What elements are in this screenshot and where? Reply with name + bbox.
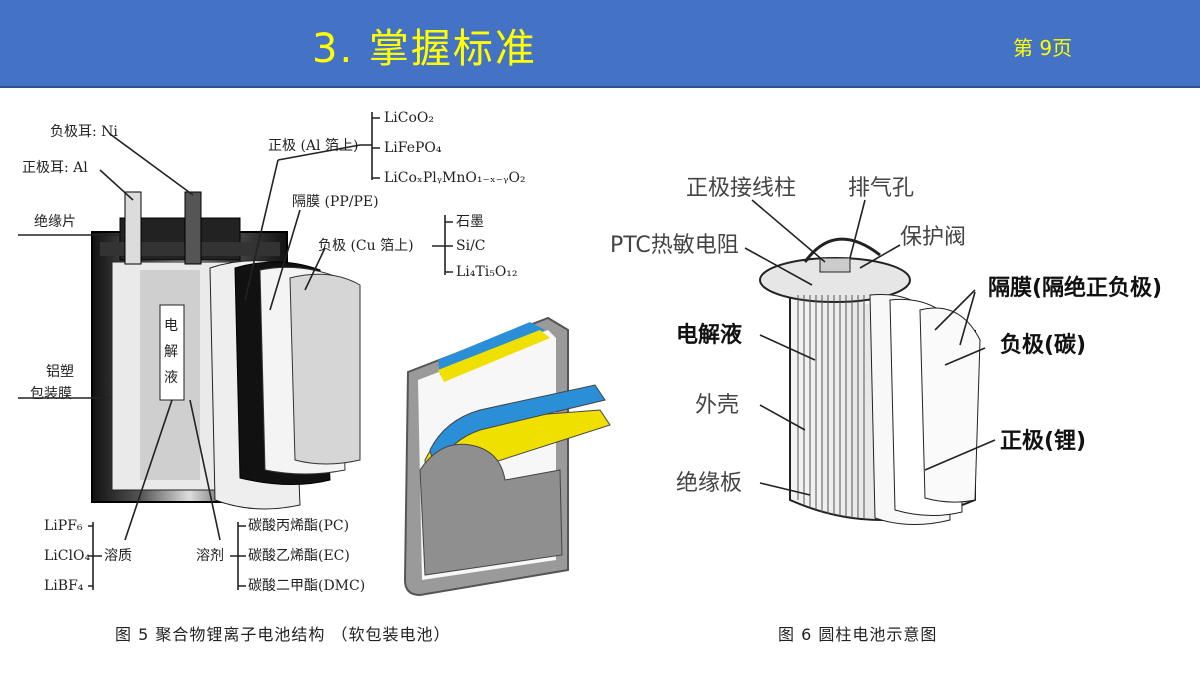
figure-6-caption: 图 6 圆柱电池示意图 bbox=[778, 621, 937, 645]
label-cathode-material-1: LiCoO₂ bbox=[384, 110, 434, 126]
label-solvent: 溶剂 bbox=[196, 548, 224, 564]
label-cathode-lithium: 正极(锂) bbox=[1000, 428, 1086, 454]
label-separator-6: 隔膜(隔绝正负极) bbox=[988, 275, 1162, 301]
figure-5-caption: 图 5 聚合物锂离子电池结构 （软包装电池） bbox=[115, 621, 450, 645]
label-solvent-2: 碳酸乙烯酯(EC) bbox=[248, 548, 350, 564]
label-pouch-film-2: 包装膜 bbox=[30, 386, 72, 402]
label-solvent-1: 碳酸丙烯酯(PC) bbox=[248, 518, 349, 534]
label-anode-material-3: Li₄Ti₅O₁₂ bbox=[456, 264, 518, 280]
label-electrolyte-2: 解 bbox=[164, 344, 178, 360]
electrode-layers bbox=[210, 261, 360, 509]
label-separator: 隔膜 (PP/PE) bbox=[292, 194, 379, 210]
label-insulating-plate: 绝缘板 bbox=[676, 471, 742, 496]
label-positive-tab: 正极耳: Al bbox=[22, 160, 88, 176]
label-anode: 负极 (Cu 箔上) bbox=[318, 238, 414, 254]
label-ptc-thermistor: PTC热敏电阻 bbox=[610, 233, 739, 258]
label-electrolyte-3: 液 bbox=[164, 370, 178, 386]
figure-6-cylinder-cell bbox=[760, 239, 980, 524]
label-solute: 溶质 bbox=[104, 548, 132, 564]
label-anode-carbon: 负极(碳) bbox=[1000, 333, 1086, 358]
negative-tab bbox=[185, 192, 201, 264]
label-cathode: 正极 (Al 箔上) bbox=[268, 138, 358, 154]
label-insulator: 绝缘片 bbox=[34, 214, 76, 230]
label-vent-hole: 排气孔 bbox=[848, 176, 914, 201]
label-solvent-3: 碳酸二甲酯(DMC) bbox=[248, 578, 365, 594]
label-anode-material-1: 石墨 bbox=[456, 214, 484, 230]
label-salt-3: LiBF₄ bbox=[44, 578, 84, 594]
label-electrolyte-6: 电解液 bbox=[676, 322, 742, 348]
label-safety-valve: 保护阀 bbox=[900, 225, 966, 250]
label-negative-tab: 负极耳: Ni bbox=[50, 124, 118, 140]
label-electrolyte-1: 电 bbox=[164, 318, 178, 334]
label-positive-terminal: 正极接线柱 bbox=[686, 176, 796, 201]
label-pouch-film-1: 铝塑 bbox=[46, 364, 74, 380]
positive-tab bbox=[125, 192, 141, 264]
pouch-cutaway-illustration bbox=[405, 318, 610, 595]
label-salt-2: LiClO₄ bbox=[44, 548, 90, 564]
label-shell: 外壳 bbox=[695, 393, 739, 418]
label-cathode-material-3: LiCoₓPlᵧMnO₁₋ₓ₋ᵧO₂ bbox=[384, 170, 526, 186]
label-cathode-material-2: LiFePO₄ bbox=[384, 140, 442, 156]
label-anode-material-2: Si/C bbox=[456, 238, 486, 254]
label-salt-1: LiPF₆ bbox=[44, 518, 83, 534]
